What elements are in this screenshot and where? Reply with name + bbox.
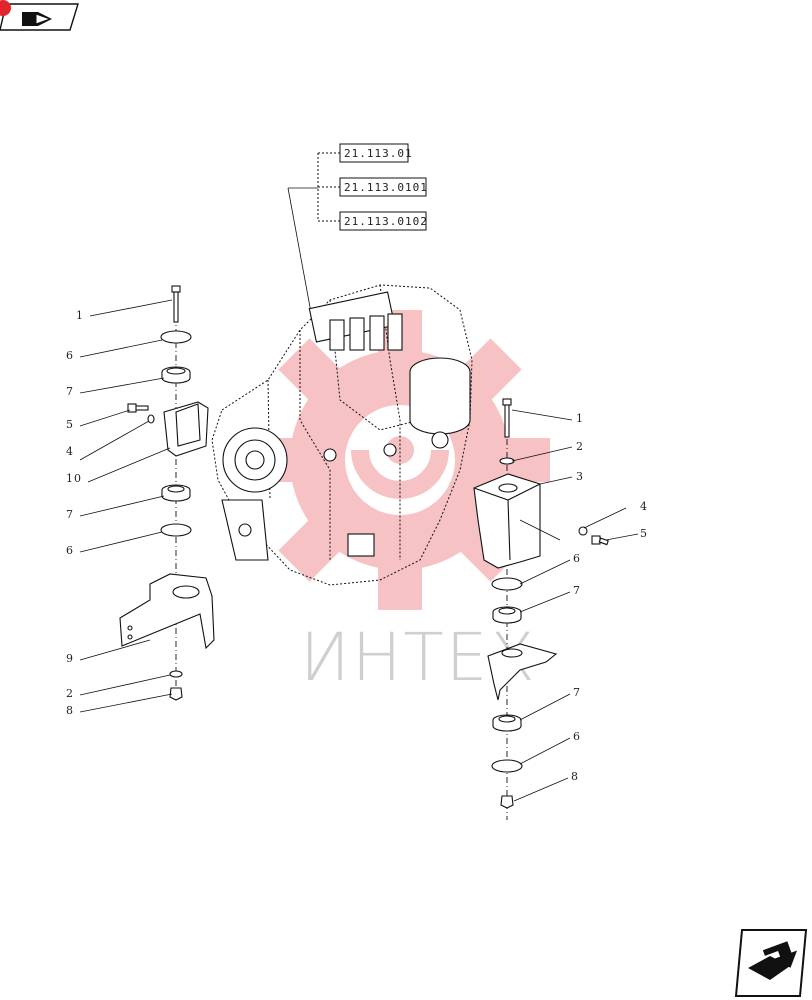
part-callout: 5 xyxy=(66,418,74,431)
part-callout: 1 xyxy=(576,412,584,425)
reference-list: 21.113.01 21.113.0101 21.113.0102 xyxy=(287,143,428,319)
part-callout: 2 xyxy=(576,440,584,453)
part-callout: 4 xyxy=(640,500,648,513)
washer[interactable] xyxy=(491,577,523,591)
part-callout: 7 xyxy=(573,584,581,597)
reference-box[interactable]: 21.113.01 xyxy=(318,143,413,163)
reference-code: 21.113.01 xyxy=(344,147,413,160)
next-page-arrow-icon xyxy=(748,941,798,980)
washer[interactable] xyxy=(160,330,192,344)
reference-code: 21.113.0101 xyxy=(344,181,428,194)
reference-code: 21.113.0102 xyxy=(344,215,428,228)
back-to-index-button[interactable] xyxy=(0,0,79,31)
part-callout: 3 xyxy=(576,470,584,483)
rubber-mount[interactable] xyxy=(161,484,191,502)
transmission-housing xyxy=(211,284,473,586)
part-callout: 6 xyxy=(66,349,74,362)
reference-box[interactable]: 21.113.0101 xyxy=(318,177,428,197)
rubber-mount[interactable] xyxy=(161,366,191,384)
left-callouts: 1 6 7 5 4 10 7 6 9 2 8 xyxy=(66,309,84,717)
mounting-bracket[interactable] xyxy=(473,473,541,569)
small-bolt[interactable] xyxy=(127,403,149,413)
part-callout: 6 xyxy=(573,552,581,565)
left-leaders xyxy=(79,299,173,713)
status-badge xyxy=(0,0,11,16)
right-leaders xyxy=(511,409,639,802)
rubber-mount[interactable] xyxy=(492,714,522,732)
part-callout: 1 xyxy=(76,309,84,322)
bolt[interactable] xyxy=(171,285,181,323)
washer[interactable] xyxy=(160,523,192,537)
right-callouts: 1 2 3 4 5 6 7 7 6 8 xyxy=(571,412,648,783)
part-callout: 7 xyxy=(573,686,581,699)
frame-bracket[interactable] xyxy=(487,643,558,701)
washer[interactable] xyxy=(499,457,515,465)
part-callout: 8 xyxy=(66,704,74,717)
part-callout: 5 xyxy=(640,527,648,540)
part-callout: 4 xyxy=(66,445,74,458)
support-bracket[interactable] xyxy=(119,573,215,650)
folder-arrow-icon xyxy=(22,12,52,26)
small-bolt[interactable] xyxy=(591,535,609,546)
washer[interactable] xyxy=(491,759,523,773)
part-callout: 7 xyxy=(66,508,74,521)
bolt[interactable] xyxy=(502,398,512,438)
lock-washer[interactable] xyxy=(147,414,155,424)
part-callout: 10 xyxy=(66,472,82,485)
rubber-mount[interactable] xyxy=(492,606,522,624)
right-mount-assembly xyxy=(473,398,609,820)
part-callout: 8 xyxy=(571,770,579,783)
left-mount-assembly xyxy=(119,285,215,701)
part-callout: 6 xyxy=(66,544,74,557)
reference-box[interactable]: 21.113.0102 xyxy=(318,211,428,231)
part-callout: 9 xyxy=(66,652,74,665)
part-callout: 2 xyxy=(66,687,74,700)
lock-washer[interactable] xyxy=(578,526,588,536)
next-page-button[interactable] xyxy=(734,929,808,997)
nut[interactable] xyxy=(500,795,514,809)
washer[interactable] xyxy=(169,670,183,678)
part-callout: 7 xyxy=(66,385,74,398)
part-callout: 6 xyxy=(573,730,581,743)
nut[interactable] xyxy=(169,687,183,701)
